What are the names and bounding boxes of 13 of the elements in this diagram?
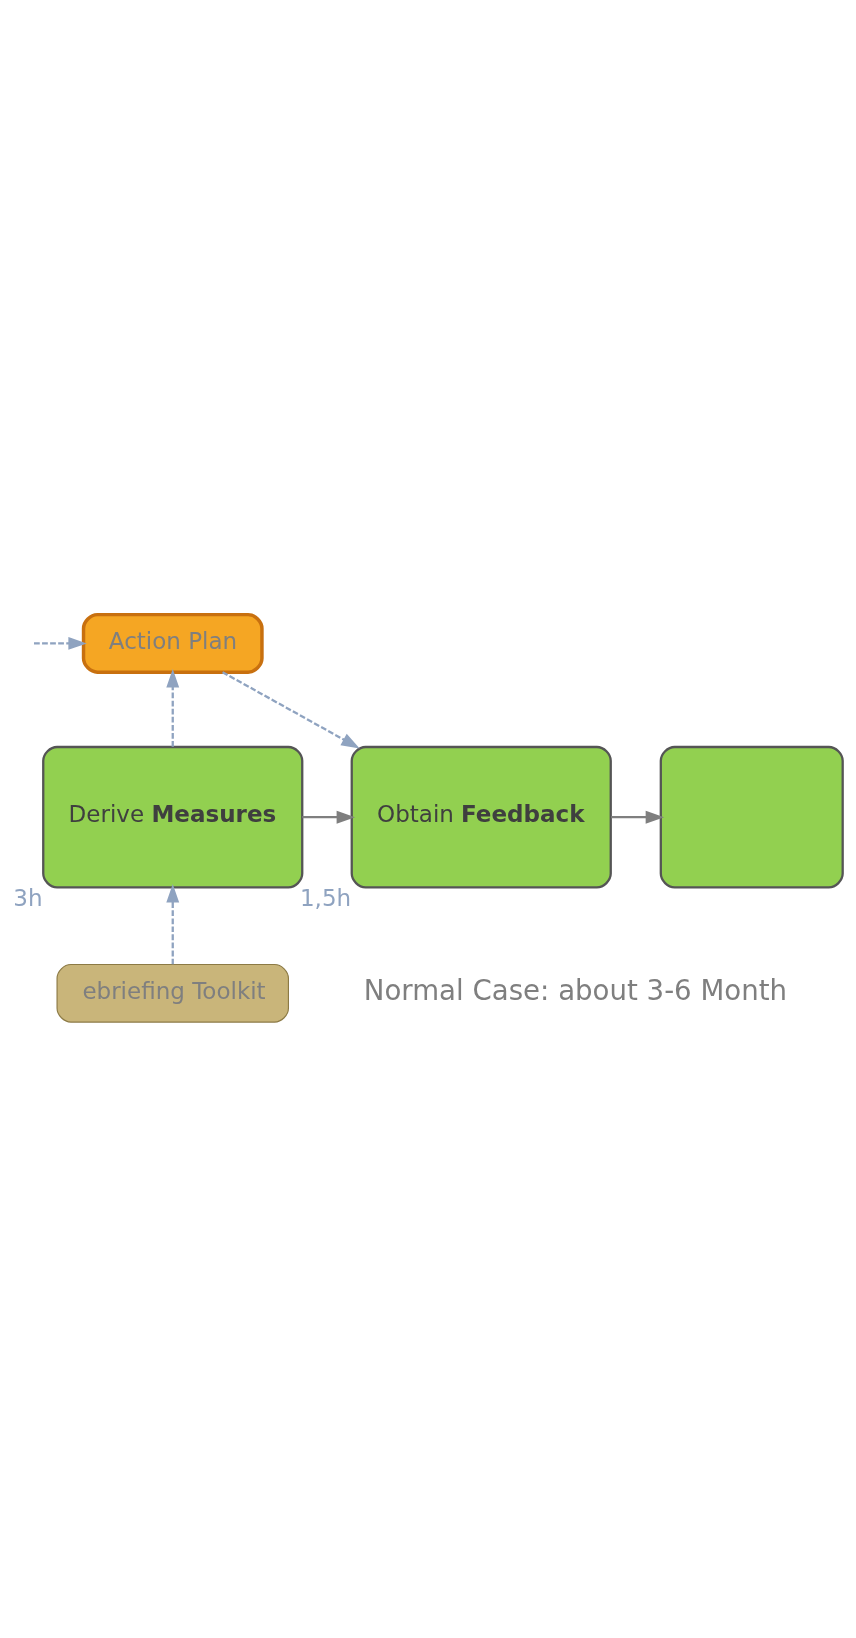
node-box: Derive Measures bbox=[42, 745, 304, 889]
label: Normal Case: about 3-6 Month bbox=[363, 973, 787, 1007]
arrow bbox=[166, 883, 180, 964]
arrow bbox=[222, 670, 360, 748]
arrow bbox=[302, 810, 356, 824]
node-box: Action Plan bbox=[81, 612, 264, 674]
arrow bbox=[34, 636, 87, 650]
arrow bbox=[611, 810, 665, 824]
node-box: Obtain Feedback bbox=[350, 745, 612, 889]
node-box bbox=[659, 745, 844, 889]
node-box: ebriefing Toolkit bbox=[56, 963, 289, 1023]
arrow bbox=[166, 668, 180, 747]
node-label: 3h bbox=[13, 884, 43, 911]
